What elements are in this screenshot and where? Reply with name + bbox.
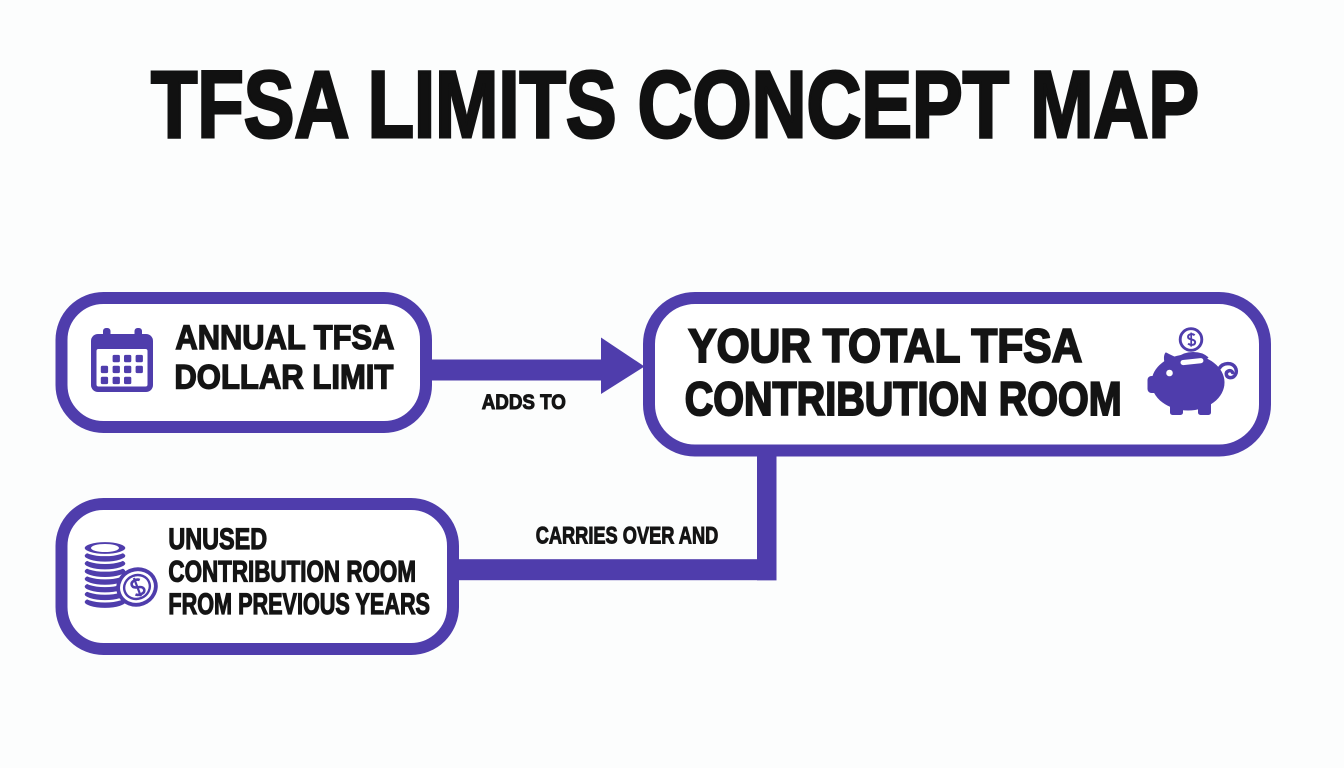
svg-text:CONTRIBUTION ROOM: CONTRIBUTION ROOM [168, 555, 416, 588]
svg-text:DOLLAR LIMIT: DOLLAR LIMIT [174, 358, 393, 396]
svg-text:YOUR TOTAL TFSA: YOUR TOTAL TFSA [688, 320, 1082, 373]
svg-text:UNUSED: UNUSED [168, 523, 267, 556]
svg-text:ANNUAL TFSA: ANNUAL TFSA [175, 319, 394, 357]
svg-text:TFSA LIMITS CONCEPT MAP: TFSA LIMITS CONCEPT MAP [151, 52, 1199, 158]
svg-text:CARRIES OVER AND: CARRIES OVER AND [536, 523, 719, 550]
svg-text:ADDS TO: ADDS TO [482, 391, 566, 414]
svg-text:CONTRIBUTION ROOM: CONTRIBUTION ROOM [685, 373, 1122, 426]
svg-text:FROM PREVIOUS YEARS: FROM PREVIOUS YEARS [168, 588, 430, 621]
